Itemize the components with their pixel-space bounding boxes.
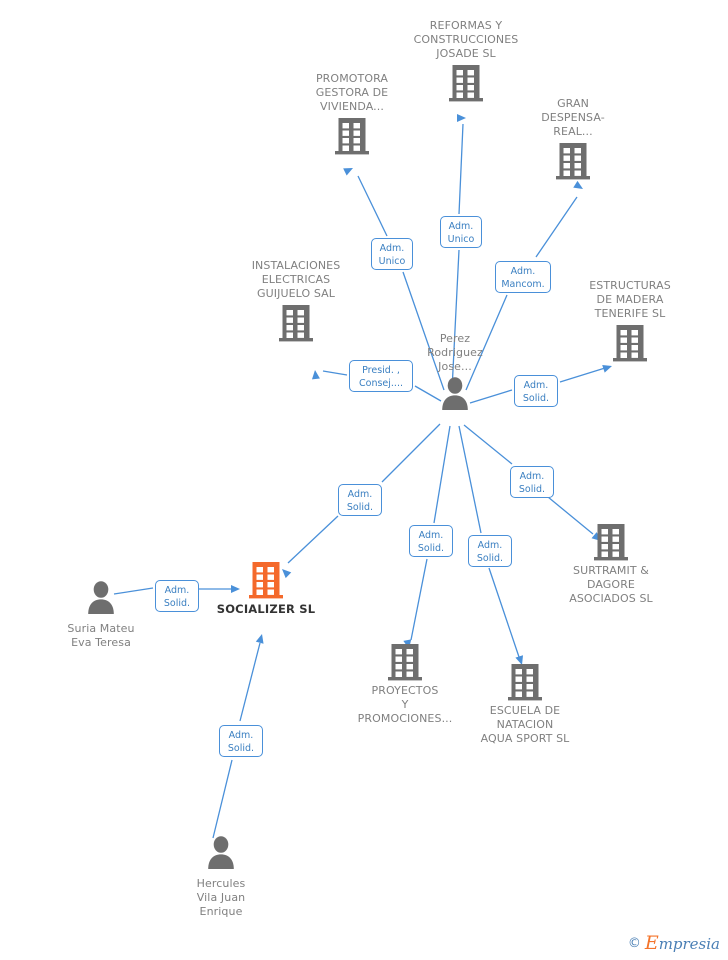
graph-edge-e7 <box>458 425 520 658</box>
graph-node-escuela[interactable]: ESCUELA DE NATACION AQUA SPORT SL <box>455 662 595 746</box>
edge-label-e6[interactable]: Adm. Solid. <box>510 466 554 498</box>
graph-node-perez[interactable]: Perez Rodriguez Jose... <box>385 332 525 416</box>
building-icon <box>226 303 366 343</box>
watermark: © Empresia <box>628 932 720 954</box>
building-icon <box>282 116 422 156</box>
building-icon <box>541 522 681 562</box>
node-label: GRAN DESPENSA- REAL... <box>541 97 605 138</box>
edge-arrowhead <box>515 655 524 665</box>
graph-node-gran-despensa[interactable]: GRAN DESPENSA- REAL... <box>503 97 643 181</box>
graph-node-hercules[interactable]: Hercules Vila Juan Enrique <box>151 835 291 919</box>
edge-label-e3[interactable]: Adm. Mancom. <box>495 261 551 293</box>
edge-label-e7[interactable]: Adm. Solid. <box>468 535 512 567</box>
edge-label-e1[interactable]: Adm. Unico <box>440 216 482 248</box>
building-icon <box>396 63 536 103</box>
edge-label-e11[interactable]: Adm. Solid. <box>219 725 263 757</box>
edge-label-e10[interactable]: Adm. Solid. <box>155 580 199 612</box>
person-icon <box>31 580 171 620</box>
graph-node-surtramit[interactable]: SURTRAMIT & DAGORE ASOCIADOS SL <box>541 522 681 606</box>
node-label: REFORMAS Y CONSTRUCCIONES JOSADE SL <box>413 19 519 60</box>
edge-label-e5[interactable]: Adm. Solid. <box>514 375 558 407</box>
building-icon <box>455 662 595 702</box>
graph-edge-e4 <box>322 370 442 402</box>
person-icon <box>151 835 291 875</box>
graph-node-instalaciones[interactable]: INSTALACIONES ELECTRICAS GUIJUELO SAL <box>226 259 366 343</box>
edge-arrowhead <box>343 168 353 176</box>
node-label: PROYECTOS Y PROMOCIONES... <box>357 684 453 725</box>
person-icon <box>385 376 525 416</box>
edge-arrowhead <box>311 370 320 380</box>
edge-arrowhead <box>457 114 466 122</box>
brand-initial: E <box>644 932 659 954</box>
brand-name: Empresia <box>645 932 720 954</box>
graph-edge-e9 <box>287 423 441 564</box>
edge-label-e8[interactable]: Adm. Solid. <box>409 525 453 557</box>
building-icon <box>503 141 643 181</box>
graph-edge-e11 <box>212 642 261 839</box>
graph-edge-e8 <box>410 425 451 641</box>
copyright-symbol: © <box>627 935 641 951</box>
graph-edge-e6 <box>463 424 594 535</box>
graph-node-suria[interactable]: Suria Mateu Eva Teresa <box>31 580 171 650</box>
graph-node-reformas[interactable]: REFORMAS Y CONSTRUCCIONES JOSADE SL <box>396 19 536 103</box>
node-label: Hercules Vila Juan Enrique <box>196 877 246 918</box>
edge-label-e4[interactable]: Presid. , Consej.... <box>349 360 413 392</box>
node-label: ESCUELA DE NATACION AQUA SPORT SL <box>480 704 570 745</box>
graph-node-socializer[interactable]: SOCIALIZER SL <box>196 560 336 616</box>
graph-node-estructuras[interactable]: ESTRUCTURAS DE MADERA TENERIFE SL <box>560 279 700 363</box>
edge-arrowhead <box>602 364 612 373</box>
node-label: SOCIALIZER SL <box>216 602 316 616</box>
node-label: PROMOTORA GESTORA DE VIVIENDA... <box>315 72 389 113</box>
building-icon <box>335 642 475 682</box>
node-label: SURTRAMIT & DAGORE ASOCIADOS SL <box>569 564 653 605</box>
edge-label-e9[interactable]: Adm. Solid. <box>338 484 382 516</box>
building-icon-highlight <box>196 560 336 600</box>
graph-edge-e5 <box>469 367 606 404</box>
brand-rest: mpresia <box>658 935 720 953</box>
edge-arrowhead <box>573 180 583 189</box>
edge-arrowhead <box>255 634 264 644</box>
graph-node-proyectos[interactable]: PROYECTOS Y PROMOCIONES... <box>335 642 475 726</box>
graph-edge-e10 <box>113 587 231 595</box>
graph-edge-e1 <box>451 123 464 391</box>
graph-node-promotora[interactable]: PROMOTORA GESTORA DE VIVIENDA... <box>282 72 422 156</box>
edge-label-e2[interactable]: Adm. Unico <box>371 238 413 270</box>
node-label: Perez Rodriguez Jose... <box>427 332 483 373</box>
node-label: ESTRUCTURAS DE MADERA TENERIFE SL <box>589 279 671 320</box>
node-label: INSTALACIONES ELECTRICAS GUIJUELO SAL <box>251 259 341 300</box>
edge-arrowhead <box>231 585 240 593</box>
building-icon <box>560 323 700 363</box>
graph-edge-e2 <box>357 175 445 391</box>
graph-edge-e3 <box>465 196 578 391</box>
node-label: Suria Mateu Eva Teresa <box>67 622 135 649</box>
edge-arrowhead <box>282 569 292 579</box>
